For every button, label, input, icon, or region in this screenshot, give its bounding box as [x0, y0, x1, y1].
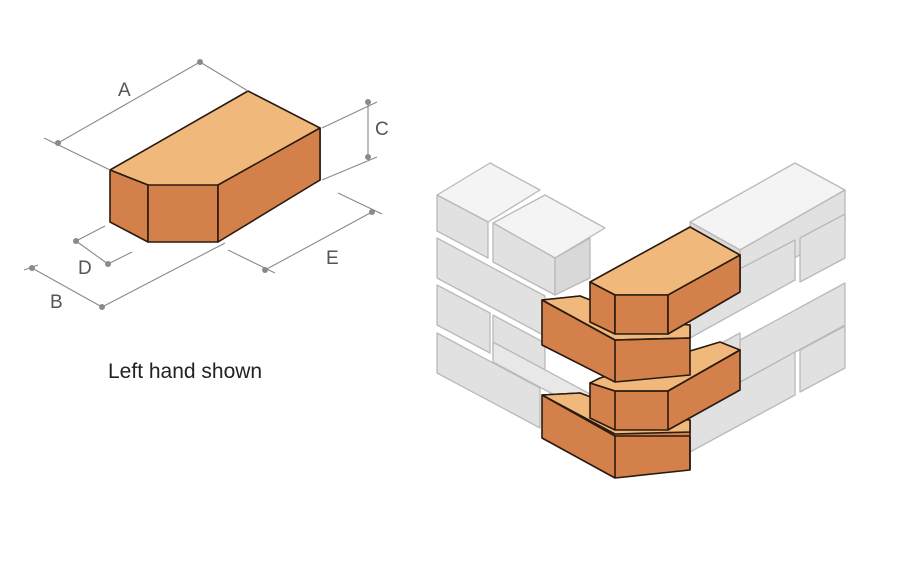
brick-front-face: [147, 184, 219, 243]
dimension-label-e: E: [326, 248, 339, 269]
dimension-label-b: B: [50, 292, 63, 313]
dimension-label-a: A: [118, 80, 131, 101]
dimension-label-d: D: [78, 258, 92, 279]
dimension-ticks: [29, 59, 375, 310]
dimension-lines: [23, 61, 383, 308]
brick-diagram: [109, 90, 321, 243]
diagram-caption: Left hand shown: [108, 360, 263, 383]
dimension-label-c: C: [375, 119, 389, 140]
brick-right-face: [217, 127, 321, 243]
wall-corner-bricks: [541, 226, 741, 479]
